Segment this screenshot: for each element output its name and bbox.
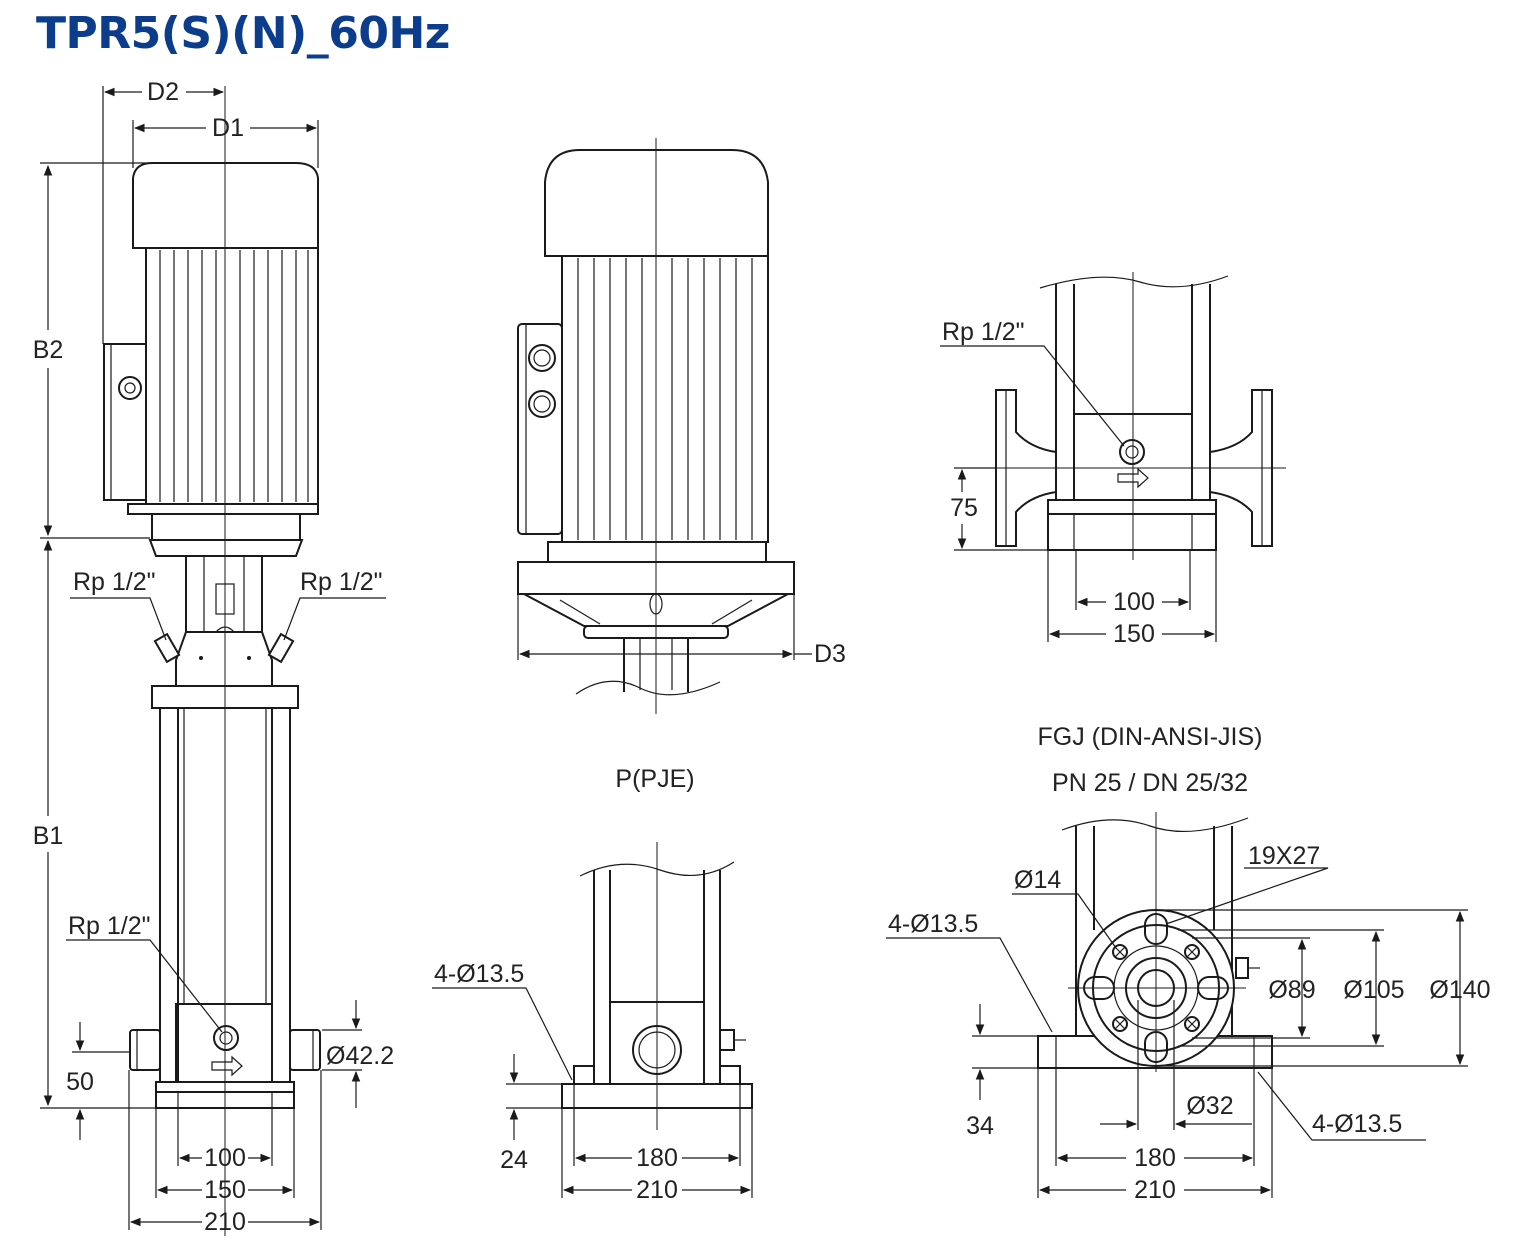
dim-d3-label: D3 bbox=[814, 640, 846, 668]
inlet-round-view: Rp 1/2" 75 100 150 bbox=[940, 272, 1286, 648]
side-motor-view: D3 bbox=[517, 138, 846, 714]
front-flow-arrow-icon bbox=[211, 1055, 243, 1077]
front-outlet bbox=[289, 1029, 321, 1071]
side-cable-gland-2 bbox=[528, 390, 556, 418]
dim-b2-label: B2 bbox=[33, 336, 64, 364]
front-rp-right-label: Rp 1/2" bbox=[300, 568, 383, 596]
front-rp-left-label: Rp 1/2" bbox=[73, 568, 156, 596]
fgj-bolt-holes bbox=[1112, 944, 1200, 1032]
pje-view: P(PJE) 4-Ø13.5 24 180 210 bbox=[432, 765, 753, 1204]
round-flow-arrow-icon bbox=[1117, 467, 1149, 489]
round-dim-75-label: 75 bbox=[950, 494, 978, 522]
front-terminal-box bbox=[103, 343, 147, 501]
fgj-d32-label: Ø32 bbox=[1186, 1092, 1233, 1120]
fgj-d105-label: Ø105 bbox=[1343, 976, 1404, 1004]
side-motor-body bbox=[561, 255, 769, 543]
front-dim-210-label: 210 bbox=[204, 1208, 246, 1236]
fgj-d14-label: Ø14 bbox=[1014, 866, 1061, 894]
front-drain-plug bbox=[213, 1025, 239, 1051]
pje-port bbox=[632, 1025, 682, 1075]
dim-b1-label: B1 bbox=[33, 822, 64, 850]
front-dim-100-label: 100 bbox=[204, 1144, 246, 1172]
front-motor-fins bbox=[159, 250, 309, 502]
fgj-d89-label: Ø89 bbox=[1268, 976, 1315, 1004]
side-terminal-box bbox=[517, 323, 563, 535]
round-rp-label: Rp 1/2" bbox=[942, 318, 1025, 346]
front-fan-cover bbox=[132, 162, 319, 249]
fgj-view: FGJ (DIN-ANSI-JIS) PN 25 / DN 25/32 bbox=[886, 723, 1491, 1204]
side-cable-gland-1 bbox=[528, 344, 556, 372]
fgj-holes-left-label: 4-Ø13.5 bbox=[888, 910, 978, 938]
fgj-d140-label: Ø140 bbox=[1429, 976, 1490, 1004]
dia-42-2-label: Ø42.2 bbox=[326, 1042, 394, 1070]
round-dim-100-label: 100 bbox=[1113, 588, 1155, 616]
front-vent-plug-right bbox=[267, 632, 295, 664]
pje-dim-24-label: 24 bbox=[500, 1146, 528, 1174]
fgj-dim-180-label: 180 bbox=[1134, 1144, 1176, 1172]
side-lantern bbox=[523, 593, 789, 627]
side-motor-fins bbox=[577, 258, 753, 540]
fgj-slot-label: 19X27 bbox=[1248, 842, 1320, 870]
front-rp-bottom-label: Rp 1/2" bbox=[68, 912, 151, 940]
front-inlet bbox=[129, 1029, 161, 1071]
pje-dim-180-label: 180 bbox=[636, 1144, 678, 1172]
page-title: TPR5(S)(N)_60Hz bbox=[36, 8, 450, 59]
round-flange-left bbox=[995, 389, 1057, 547]
front-cable-gland bbox=[118, 376, 142, 400]
pje-dim-210-label: 210 bbox=[636, 1176, 678, 1204]
front-vent-plug-left bbox=[153, 632, 181, 664]
round-dim-150-label: 150 bbox=[1113, 620, 1155, 648]
fgj-dim-34-label: 34 bbox=[966, 1112, 994, 1140]
dim-50-label: 50 bbox=[66, 1068, 94, 1096]
front-motor-body bbox=[145, 247, 319, 505]
round-flange-right bbox=[1209, 389, 1273, 547]
pje-caption: P(PJE) bbox=[615, 765, 694, 793]
front-view: D2 D1 B2 B1 Rp 1/2" Rp 1/2" Rp 1/2" 50 bbox=[33, 78, 394, 1236]
round-drain-plug bbox=[1119, 439, 1145, 465]
dim-d2-label: D2 bbox=[147, 78, 179, 106]
side-fan-cover bbox=[544, 149, 769, 257]
fgj-caption-line1: FGJ (DIN-ANSI-JIS) bbox=[1038, 723, 1263, 751]
fgj-caption-line2: PN 25 / DN 25/32 bbox=[1052, 769, 1248, 797]
fgj-dim-210-label: 210 bbox=[1134, 1176, 1176, 1204]
pje-holes-label: 4-Ø13.5 bbox=[434, 960, 524, 988]
fgj-holes-right-label: 4-Ø13.5 bbox=[1312, 1110, 1402, 1138]
front-dim-150-label: 150 bbox=[204, 1176, 246, 1204]
front-pump-head bbox=[175, 631, 273, 687]
dim-d1-label: D1 bbox=[212, 114, 244, 142]
